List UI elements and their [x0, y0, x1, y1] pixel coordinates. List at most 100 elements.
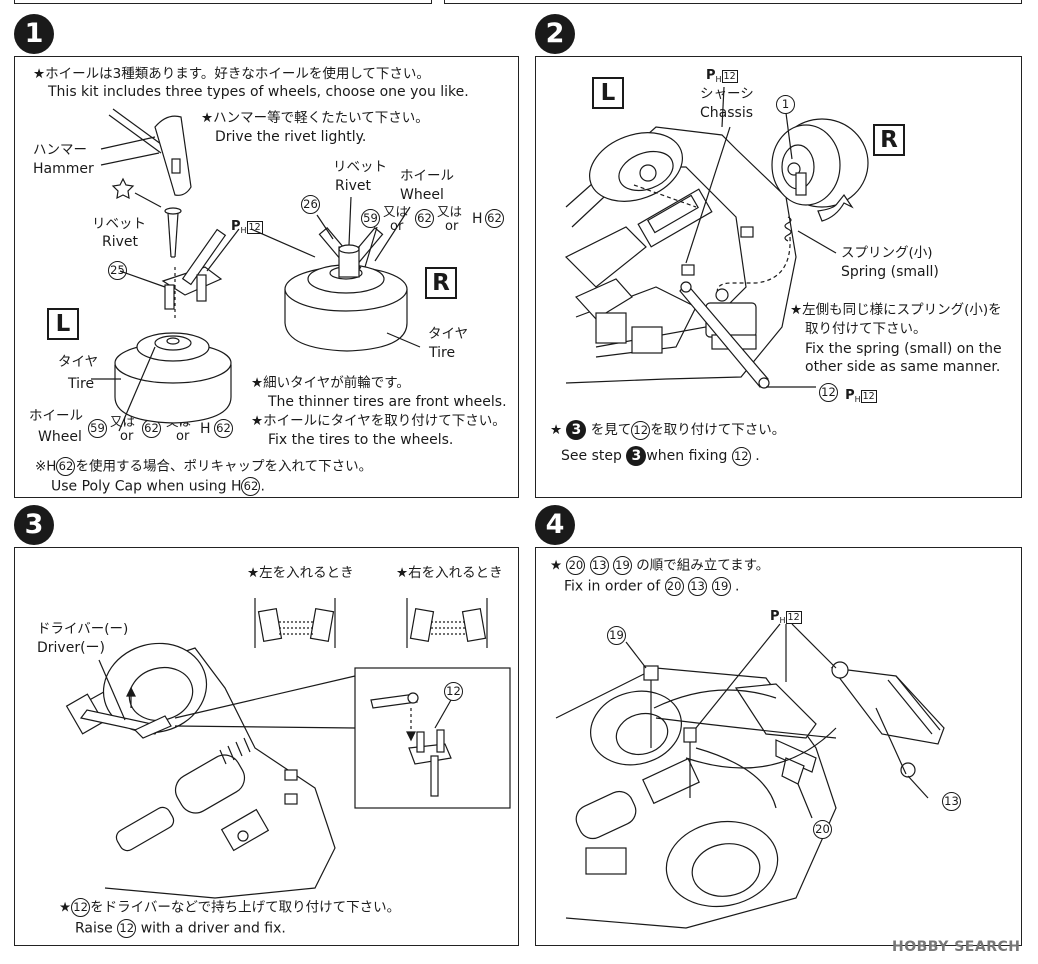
or2-jp: 又は — [437, 204, 463, 219]
order-note-jp: ★ 20 13 19 の順で組み立てます。 — [550, 556, 770, 575]
part-20-inline: 20 — [566, 556, 586, 575]
wheel2-label-en: Wheel — [400, 187, 444, 203]
step-ref-icon-2: 3 — [626, 446, 647, 466]
left-label: L — [47, 308, 79, 340]
or-jp: 又は — [383, 204, 409, 219]
watermark: HOBBY SEARCH — [892, 939, 1021, 955]
part-59-callout-l: 59 — [88, 419, 107, 438]
top-frame-right — [444, 0, 1022, 4]
step-1-number: 1 — [14, 14, 54, 54]
other-side-note-jp1: ★左側も同じ様にスプリング(小)を — [790, 302, 1002, 318]
part-20-callout: 20 — [813, 820, 832, 839]
hammer-note-en: Drive the rivet lightly. — [215, 129, 367, 145]
hammer-note-jp: ★ハンマー等で軽くたたいて下さい。 — [201, 110, 429, 126]
front-wheels-note-en: The thinner tires are front wheels. — [268, 394, 507, 410]
other-side-note-jp2: 取り付けて下さい。 — [805, 321, 927, 337]
step-3-illustration — [65, 598, 511, 899]
hammer-label-en: Hammer — [33, 161, 94, 177]
fix-tires-note-en: Fix the tires to the wheels. — [268, 432, 454, 448]
wheel3-label-en: Wheel — [38, 429, 82, 445]
step-2-number: 2 — [535, 14, 575, 54]
tire-label-jp: タイヤ — [58, 354, 99, 370]
part-12-inline: 12 — [631, 420, 651, 440]
wheel2-label-jp: ホイール — [400, 168, 454, 184]
part-25-callout: 25 — [108, 261, 127, 280]
step-2-illustration — [564, 86, 869, 389]
right-label: R — [425, 267, 457, 299]
part-19-inline: 19 — [613, 556, 632, 575]
part-12-inline-3: 12 — [71, 898, 91, 917]
part-1-callout: 1 — [776, 95, 795, 114]
spring-label-jp: スプリング(小) — [841, 245, 933, 261]
tire-label-en: Tire — [68, 376, 95, 392]
left-label-2: L — [592, 77, 624, 109]
h-prefix-l: H — [200, 421, 211, 437]
left-insert-note-jp: ★左を入れるとき — [247, 565, 354, 581]
fix-tires-note-jp: ★ホイールにタイヤを取り付けて下さい。 — [251, 413, 506, 429]
hammer-label-jp: ハンマー — [33, 142, 87, 158]
step-4-illustration — [555, 623, 945, 929]
chassis-label-jp: シャーシ — [700, 86, 754, 102]
tire2-label-jp: タイヤ — [428, 326, 469, 342]
part-62-inline-en: 62 — [241, 477, 261, 496]
part-12-callout-3: 12 — [444, 682, 463, 701]
step-3-number: 3 — [14, 505, 54, 545]
other-side-note-en1: Fix the spring (small) on the — [805, 341, 1002, 357]
right-insert-note-jp: ★右を入れるとき — [396, 565, 503, 581]
chassis-label-en: Chassis — [700, 105, 753, 121]
driver-label-jp: ドライバー(ー) — [37, 621, 129, 637]
or4-en: or — [176, 429, 190, 444]
or3-en: or — [120, 429, 134, 444]
part-12-inline-3-en: 12 — [117, 919, 137, 938]
rivet2-label-jp: リベット — [333, 159, 387, 175]
step-1-panel: ★ホイールは3種類あります。好きなホイールを使用して下さい。 This kit … — [14, 56, 519, 498]
raise-note-en: Raise 12 with a driver and fix. — [75, 919, 286, 938]
part-19-callout: 19 — [607, 626, 626, 645]
right-label-2: R — [873, 124, 905, 156]
driver-label-en: Driver(ー) — [37, 640, 106, 656]
part-13-inline: 13 — [589, 556, 609, 575]
wheel3-label-jp: ホイール — [29, 408, 83, 424]
top-frame-left — [14, 0, 432, 4]
wheel-types-note-jp: ★ホイールは3種類あります。好きなホイールを使用して下さい。 — [33, 66, 430, 82]
h-prefix: H — [472, 211, 483, 227]
wheel-types-note-en: This kit includes three types of wheels,… — [48, 84, 469, 100]
part-12-callout: 12 — [819, 383, 838, 402]
tire2-label-en: Tire — [429, 345, 456, 361]
part-62-callout: 62 — [415, 209, 434, 228]
front-wheels-note-jp: ★細いタイヤが前輪です。 — [251, 375, 410, 391]
rivet-label-jp: リベット — [92, 216, 146, 232]
step-1-illustration — [91, 108, 421, 432]
order-note-en: Fix in order of 20 13 19 . — [564, 577, 740, 596]
part-62-inline: 62 — [56, 457, 76, 476]
step-3-panel: ★左を入れるとき ★右を入れるとき ドライバー(ー) Driver(ー) 12 … — [14, 547, 519, 946]
step-4-number: 4 — [535, 505, 575, 545]
part-62-callout-l: 62 — [142, 419, 161, 438]
part-26-callout: 26 — [301, 195, 320, 214]
part-13-callout: 13 — [942, 792, 961, 811]
part-h62-callout-l: 62 — [214, 419, 233, 438]
part-12-inline-en: 12 — [731, 446, 751, 466]
part-13-inline-en: 13 — [688, 577, 708, 596]
part-59-callout: 59 — [361, 209, 380, 228]
or2-en: or — [445, 219, 459, 234]
part-19-inline-en: 19 — [711, 577, 731, 596]
step-ref-icon: 3 — [566, 420, 587, 440]
part-20-inline-en: 20 — [664, 577, 684, 596]
part-h62-callout: 62 — [485, 209, 504, 228]
other-side-note-en2: other side as same manner. — [805, 359, 1001, 375]
spring-label-en: Spring (small) — [841, 264, 939, 280]
rivet2-label-en: Rivet — [335, 178, 372, 194]
rivet-label-en: Rivet — [102, 234, 139, 250]
step-4-panel: ★ 20 13 19 の順で組み立てます。 Fix in order of 20… — [535, 547, 1022, 946]
